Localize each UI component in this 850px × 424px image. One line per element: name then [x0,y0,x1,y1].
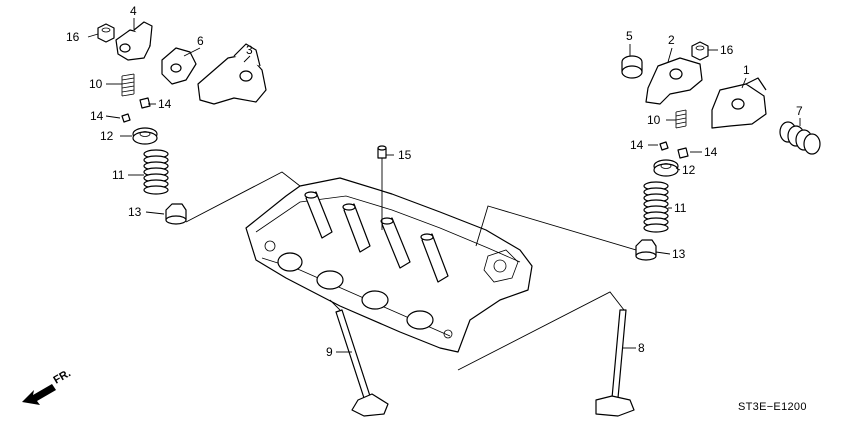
bolt-15 [377,145,387,230]
valve-guide-tubes [304,191,449,283]
leader-head-to-seal-right [475,205,637,251]
rocker-arm-left-4 [115,21,153,61]
rocker-arm-1 [711,77,767,129]
front-direction-indicator: FR. [22,367,73,405]
valve-8-intake [595,309,635,417]
lock-nut-right [691,41,709,61]
spring-retainer-left [132,127,158,145]
valve-9-exhaust [335,309,389,417]
callout-11-left: 11 [112,168,125,182]
callout-12-left: 12 [100,129,114,143]
callout-7: 7 [796,104,803,118]
front-direction-label: FR. [52,367,73,386]
lost-motion-spring-left [121,73,135,97]
leader-seal-left-to-head [185,171,301,223]
valve-cotter-right [659,141,689,159]
callout-10-left: 10 [89,77,103,91]
callout-9: 9 [326,345,333,359]
callout-14-left-b: 14 [158,97,172,111]
spring-retainer-right [653,159,679,177]
callout-13-left: 13 [128,205,142,219]
callout-13-right: 13 [672,247,686,261]
callout-15: 15 [398,148,412,162]
callout-2: 2 [668,33,675,47]
cylinder-head [245,177,533,353]
lost-motion-spring-right [675,109,687,129]
callout-3: 3 [246,43,253,57]
leader-valve-9-to-head [329,299,341,311]
front-arrow-icon [22,384,56,405]
lost-motion-spring-7 [779,121,821,155]
callout-12-right: 12 [682,163,696,177]
callout-4: 4 [130,4,137,18]
callout-14-right-a: 14 [630,138,644,152]
valve-cotter-left [121,97,151,123]
leader-valve-8-to-head [457,291,625,371]
valve-spring-left [143,149,169,195]
sleeve-5 [621,55,643,79]
rocker-arm-2 [645,57,703,105]
callout-16-right: 16 [720,43,734,57]
callout-16-left: 16 [66,30,80,44]
callout-1: 1 [743,63,750,77]
rocker-arm-3 [197,43,267,105]
valve-stem-seal-right [635,239,657,261]
callout-6: 6 [197,34,204,48]
lock-nut-left [97,23,115,43]
callout-leaders [87,18,801,353]
diagram-code: ST3E−E1200 [738,401,807,413]
callout-10-right: 10 [647,113,661,127]
callout-8: 8 [638,341,645,355]
callout-11-right: 11 [674,201,687,215]
callout-14-right-b: 14 [704,145,718,159]
valve-stem-seal-left [165,203,187,225]
callout-5: 5 [626,29,633,43]
callout-14-left-a: 14 [90,109,104,123]
rocker-plate-6 [161,47,197,85]
valve-spring-right [643,181,669,233]
